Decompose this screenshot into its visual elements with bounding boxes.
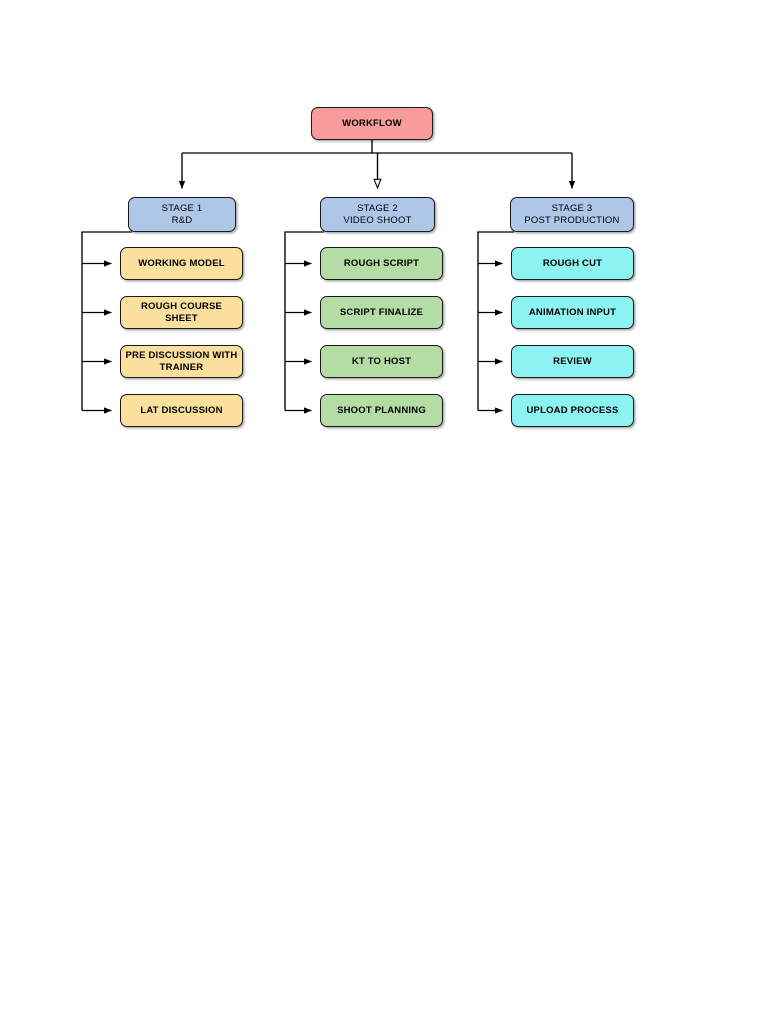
stage-2-task-1[interactable]: ROUGH SCRIPT <box>320 247 443 280</box>
stage-2-trunk <box>284 231 324 411</box>
stage-2-task-2[interactable]: SCRIPT FINALIZE <box>320 296 443 329</box>
stage-2-task-4[interactable]: SHOOT PLANNING <box>320 394 443 427</box>
stage-2-task-3[interactable]: KT TO HOST <box>320 345 443 378</box>
stage-1-task-1[interactable]: WORKING MODEL <box>120 247 243 280</box>
stage-2-node[interactable]: STAGE 2 VIDEO SHOOT <box>320 197 435 232</box>
stage-3-task-2[interactable]: ANIMATION INPUT <box>511 296 634 329</box>
stage-1-node[interactable]: STAGE 1 R&D <box>128 197 236 232</box>
workflow-root-node[interactable]: WORKFLOW <box>311 107 433 140</box>
stage-3-task-3[interactable]: REVIEW <box>511 345 634 378</box>
stage-3-trunk <box>477 231 514 411</box>
stage-1-task-3[interactable]: PRE DISCUSSION WITH TRAINER <box>120 345 243 378</box>
stage-1-task-2[interactable]: ROUGH COURSE SHEET <box>120 296 243 329</box>
stage-3-task-4[interactable]: UPLOAD PROCESS <box>511 394 634 427</box>
stage-3-task-1[interactable]: ROUGH CUT <box>511 247 634 280</box>
stage-1-task-4[interactable]: LAT DISCUSSION <box>120 394 243 427</box>
stage-3-node[interactable]: STAGE 3 POST PRODUCTION <box>510 197 634 232</box>
